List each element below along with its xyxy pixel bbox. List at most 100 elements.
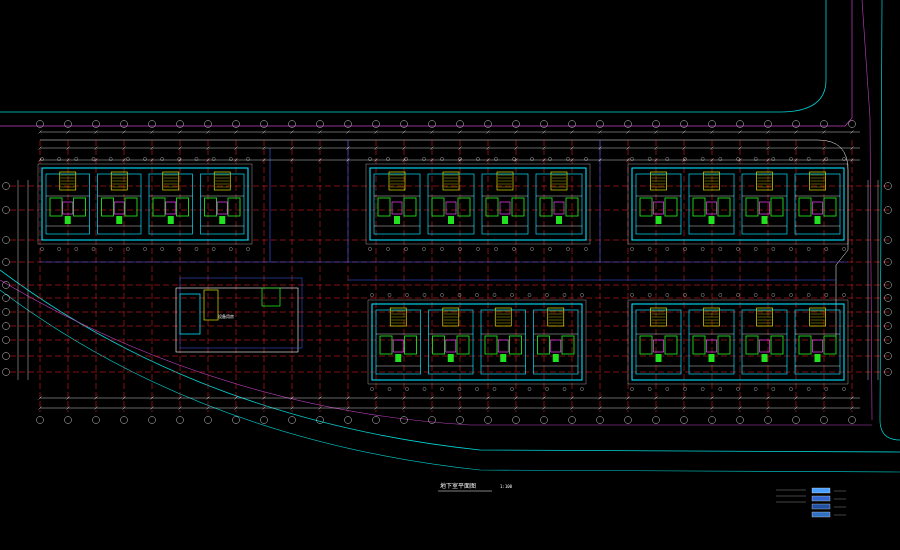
dimension-tick <box>850 396 854 400</box>
shaft <box>165 201 177 215</box>
room-green <box>485 197 499 217</box>
axis-bubble-bottom <box>456 416 464 424</box>
dimension-tick <box>794 146 798 150</box>
column-mark <box>789 157 793 161</box>
axis-bubble-top <box>848 120 856 128</box>
dimension-tick <box>234 406 238 410</box>
axis-bubble-top <box>708 120 716 128</box>
axis-bubble-top <box>36 120 44 128</box>
column-mark <box>457 387 462 391</box>
dimension-tick <box>318 130 322 134</box>
shaft <box>706 339 717 353</box>
axis-bubble-right <box>884 352 892 360</box>
dimension-tick <box>710 146 714 150</box>
axis-bubble-top <box>624 120 632 128</box>
room-green <box>798 335 812 355</box>
dimension-tick <box>206 406 210 410</box>
unit-wall <box>481 173 529 235</box>
column-mark <box>126 157 130 161</box>
stair-core <box>496 171 514 191</box>
dimension-tick <box>850 130 854 134</box>
column-mark <box>40 247 44 251</box>
dimension-tick <box>542 146 546 150</box>
property-line-top <box>0 0 853 127</box>
dimension-tick <box>458 130 462 134</box>
stair-core <box>494 307 512 327</box>
axis-bubble-bottom <box>428 416 436 424</box>
core-fill <box>655 216 662 224</box>
axis-bubble-right <box>884 206 892 214</box>
axis-bubble-top <box>120 120 128 128</box>
column-mark <box>665 293 670 297</box>
unit-wall <box>427 173 475 235</box>
axis-bubble-left <box>2 236 10 244</box>
column-mark <box>458 247 462 251</box>
column-mark <box>476 247 480 251</box>
column-mark <box>229 157 233 161</box>
axis-bubble-top <box>344 120 352 128</box>
room-green <box>431 197 445 217</box>
residential-blocks <box>37 157 849 391</box>
column-mark <box>647 157 652 161</box>
dimension-tick <box>430 130 434 134</box>
column-mark <box>545 387 549 391</box>
column-mark <box>562 293 567 297</box>
dimension-tick <box>598 406 602 410</box>
dimension-tick <box>430 406 434 410</box>
room-green <box>377 197 391 217</box>
dimension-tick <box>850 406 854 410</box>
column-mark <box>476 157 480 161</box>
unit-wall <box>794 309 841 375</box>
column-mark <box>683 157 687 161</box>
axis-bubble-bottom <box>848 416 856 424</box>
core-fill <box>167 216 174 224</box>
room-green <box>484 335 498 355</box>
column-mark <box>842 387 846 391</box>
room-green <box>379 335 393 355</box>
axis-bubble-left <box>2 322 10 330</box>
column-mark <box>700 293 705 297</box>
block-outer-wall <box>371 303 583 381</box>
core-fill <box>708 216 715 224</box>
dimension-tick <box>346 406 350 410</box>
axis-bubble-top <box>820 120 828 128</box>
room-green <box>717 335 731 355</box>
dimension-tick <box>542 130 546 134</box>
equipment-building: 设备用房 <box>175 277 303 353</box>
dimension-tick <box>66 158 70 162</box>
dimension-tick <box>430 146 434 150</box>
dimension-tick <box>486 396 490 400</box>
shaft <box>497 339 509 353</box>
dimension-tick <box>94 406 98 410</box>
dimension-tick <box>682 130 686 134</box>
dimension-tick <box>486 158 490 162</box>
dimension-tick <box>626 406 630 410</box>
unit-wall <box>635 309 682 375</box>
axis-bubble-bottom <box>232 416 240 424</box>
column-mark <box>665 247 670 251</box>
column-mark <box>736 157 740 161</box>
room-green <box>823 197 837 217</box>
dimension-tick <box>486 130 490 134</box>
property-line-right <box>861 0 873 421</box>
equipment-building-label: 设备用房 <box>218 313 234 319</box>
core-fill <box>552 354 559 362</box>
dimension-tick <box>206 146 210 150</box>
room-green <box>73 197 86 217</box>
dimension-tick <box>346 146 350 150</box>
dimension-lines <box>17 130 879 410</box>
axis-bubble-right <box>884 294 892 302</box>
axis-bubble-bottom <box>736 416 744 424</box>
dimension-tick <box>402 130 406 134</box>
dimension-tick <box>654 130 658 134</box>
column-mark <box>824 293 829 297</box>
property-line-bottom <box>0 279 872 426</box>
dimension-tick <box>794 158 798 162</box>
shaft <box>759 201 770 215</box>
column-mark <box>630 157 634 161</box>
dimension-tick <box>738 158 742 162</box>
core-fill <box>814 216 821 224</box>
shaft <box>550 339 562 353</box>
dimension-tick <box>598 396 602 400</box>
column-mark <box>494 157 498 161</box>
